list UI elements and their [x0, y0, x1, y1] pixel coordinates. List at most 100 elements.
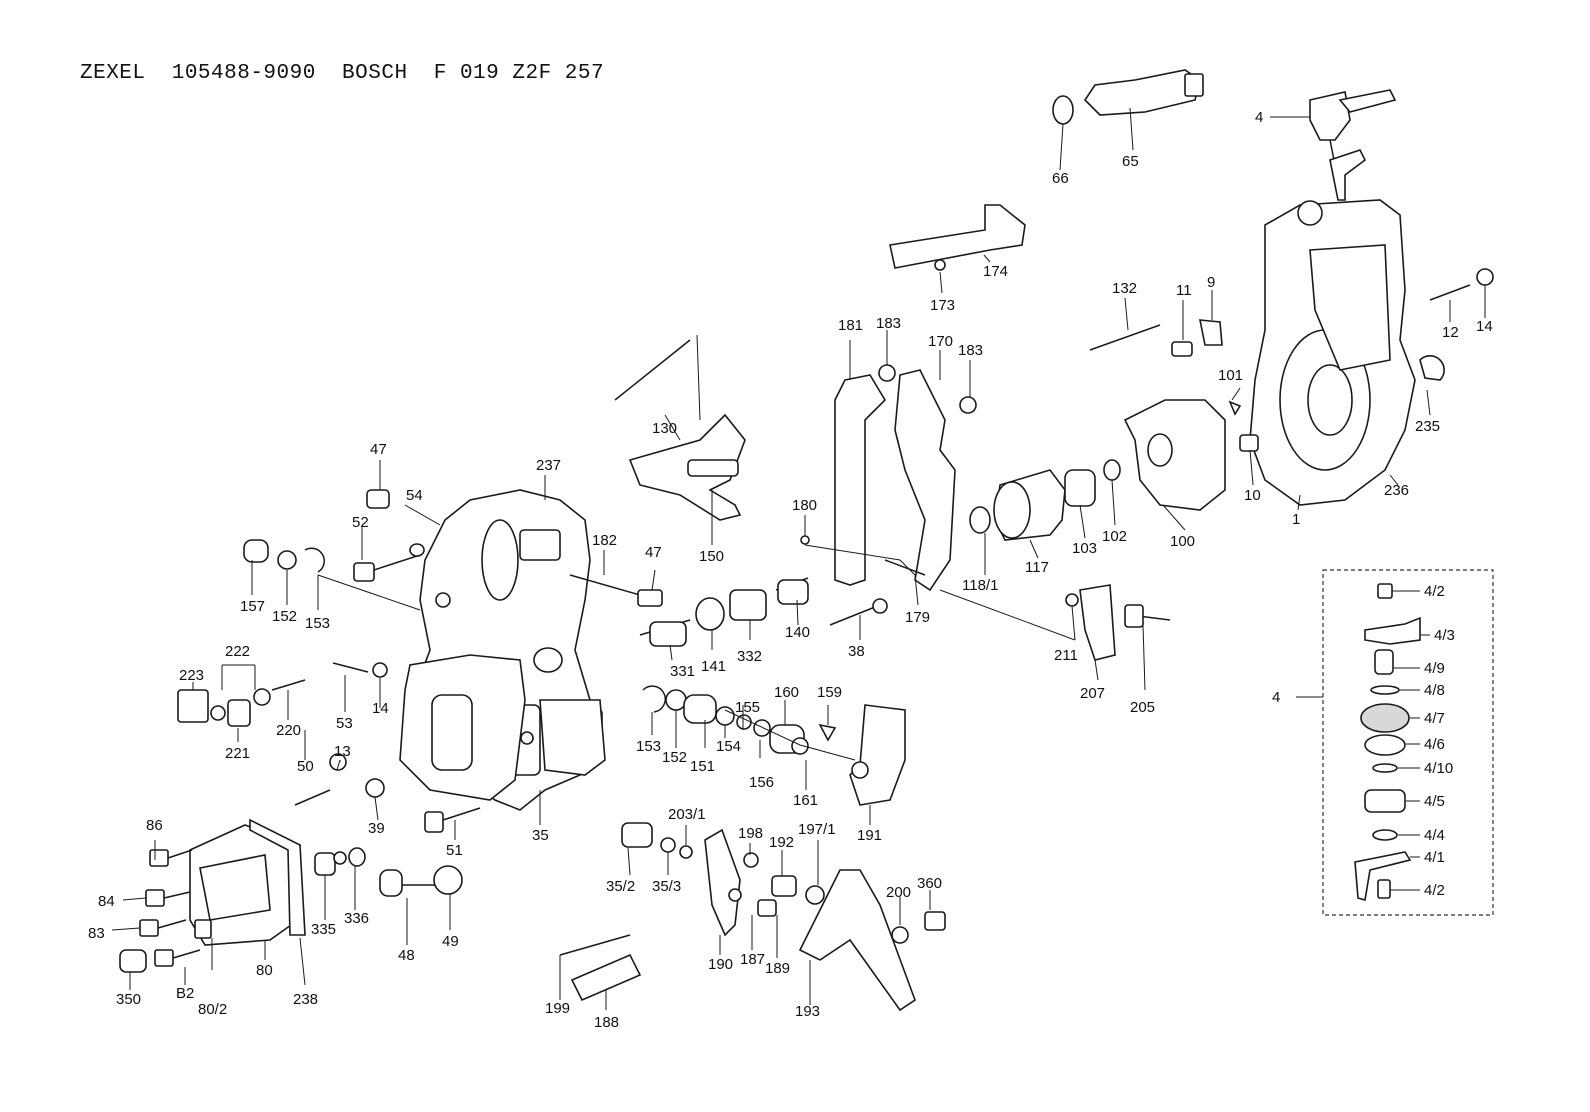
callout-53: 53: [336, 715, 353, 732]
inset-item-4-2-top: 4/2: [1424, 583, 1445, 600]
callout-102: 102: [1102, 528, 1127, 545]
callout-159: 159: [817, 684, 842, 701]
callout-183-left: 183: [876, 315, 901, 332]
callout-157: 157: [240, 598, 265, 615]
callout-82: B2: [176, 985, 194, 1002]
callout-332: 332: [737, 648, 762, 665]
cover-80: [189, 818, 306, 946]
callout-48: 48: [398, 947, 415, 964]
callout-150: 150: [699, 548, 724, 565]
callout-labels: 4 66 65 174 173 132 11 9 12 14 235 101 1…: [88, 109, 1493, 1031]
parts-207-205: [1065, 584, 1171, 661]
inset-item-4-8: 4/8: [1424, 682, 1445, 699]
callout-211: 211: [1054, 647, 1078, 664]
callout-181: 181: [838, 317, 863, 334]
callout-173: 173: [930, 297, 955, 314]
callout-222: 222: [225, 643, 250, 660]
lever-191: [849, 704, 906, 806]
callout-199: 199: [545, 1000, 570, 1017]
callout-235: 235: [1415, 418, 1440, 435]
leader-lines: [111, 107, 1486, 1010]
callout-220: 220: [276, 722, 301, 739]
inset-item-4-1: 4/1: [1424, 849, 1445, 866]
callout-180: 180: [792, 497, 817, 514]
callout-193: 193: [795, 1003, 820, 1020]
inset-item-4-4: 4/4: [1424, 827, 1445, 844]
lever-assembly-193: [704, 828, 946, 1012]
callout-336: 336: [344, 910, 369, 927]
callout-117: 117: [1025, 559, 1049, 576]
callout-182: 182: [592, 532, 617, 549]
inset-item-4-9: 4/9: [1424, 660, 1445, 677]
inset-item-4-6: 4/6: [1424, 736, 1445, 753]
inset-item-4-3: 4/3: [1434, 627, 1455, 644]
inset-labels: 4 4/2 4/3 4/9 4/8 4/7 4/6 4/10 4/5 4/4 4…: [1272, 583, 1455, 899]
pins-179-38: [800, 535, 926, 626]
shaft-182: [569, 574, 663, 607]
small-hardware-left: [294, 753, 481, 897]
callout-198: 198: [738, 825, 763, 842]
spring-199-tube-188: [559, 934, 642, 1002]
callout-35-2: 35/2: [606, 878, 635, 895]
callout-221: 221: [225, 745, 250, 762]
callout-188: 188: [594, 1014, 619, 1031]
inset-item-4-10: 4/10: [1424, 760, 1453, 777]
callout-160: 160: [774, 684, 799, 701]
callout-223: 223: [179, 667, 204, 684]
callout-155: 155: [735, 699, 760, 716]
callout-179: 179: [905, 609, 930, 626]
governor-housing-236: [1249, 199, 1416, 506]
callout-153-lower: 153: [636, 738, 661, 755]
callout-65: 65: [1122, 153, 1139, 170]
callout-14-left: 14: [372, 700, 389, 717]
callout-50: 50: [297, 758, 314, 775]
callout-207: 207: [1080, 685, 1105, 702]
callout-52: 52: [352, 514, 369, 531]
right-small-parts: [1089, 268, 1494, 452]
inset-group-4: [1322, 569, 1494, 916]
callout-86: 86: [146, 817, 163, 834]
callout-66: 66: [1052, 170, 1069, 187]
inset-item-4-2-bottom: 4/2: [1424, 882, 1445, 899]
callout-35-3: 35/3: [652, 878, 681, 895]
callout-12: 12: [1442, 324, 1459, 341]
cover-screws: [119, 849, 212, 973]
callout-101: 101: [1218, 367, 1243, 384]
callout-161: 161: [793, 792, 818, 809]
cover-plate-35: [399, 654, 606, 801]
callout-1: 1: [1292, 511, 1300, 528]
callout-140: 140: [785, 624, 810, 641]
rings-157-153: [243, 539, 325, 573]
callout-350: 350: [116, 991, 141, 1008]
callout-54: 54: [406, 487, 423, 504]
callout-10: 10: [1244, 487, 1261, 504]
callout-13: 13: [334, 743, 351, 760]
callout-47-left: 47: [370, 441, 387, 458]
callout-183-right: 183: [958, 342, 983, 359]
callout-190: 190: [708, 956, 733, 973]
solenoid-65: [1052, 69, 1204, 125]
callout-205: 205: [1130, 699, 1155, 716]
adjuster-4: [1309, 89, 1397, 201]
callout-151: 151: [690, 758, 715, 775]
lever-181: [834, 364, 896, 586]
callout-154: 154: [716, 738, 741, 755]
lever-170: [894, 369, 977, 592]
flyweight-parts: [969, 399, 1226, 541]
callout-39: 39: [368, 820, 385, 837]
callout-170: 170: [928, 333, 953, 350]
callout-49: 49: [442, 933, 459, 950]
callout-118-1: 118/1: [962, 577, 998, 594]
callout-132: 132: [1112, 280, 1137, 297]
callout-84: 84: [98, 893, 115, 910]
callout-47-right: 47: [645, 544, 662, 561]
callout-360: 360: [917, 875, 942, 892]
callout-9: 9: [1207, 274, 1215, 291]
callout-100: 100: [1170, 533, 1195, 550]
bracket-174: [889, 204, 1026, 271]
callout-191: 191: [857, 827, 882, 844]
callout-174: 174: [983, 263, 1008, 280]
callout-83: 83: [88, 925, 105, 942]
callout-236: 236: [1384, 482, 1409, 499]
